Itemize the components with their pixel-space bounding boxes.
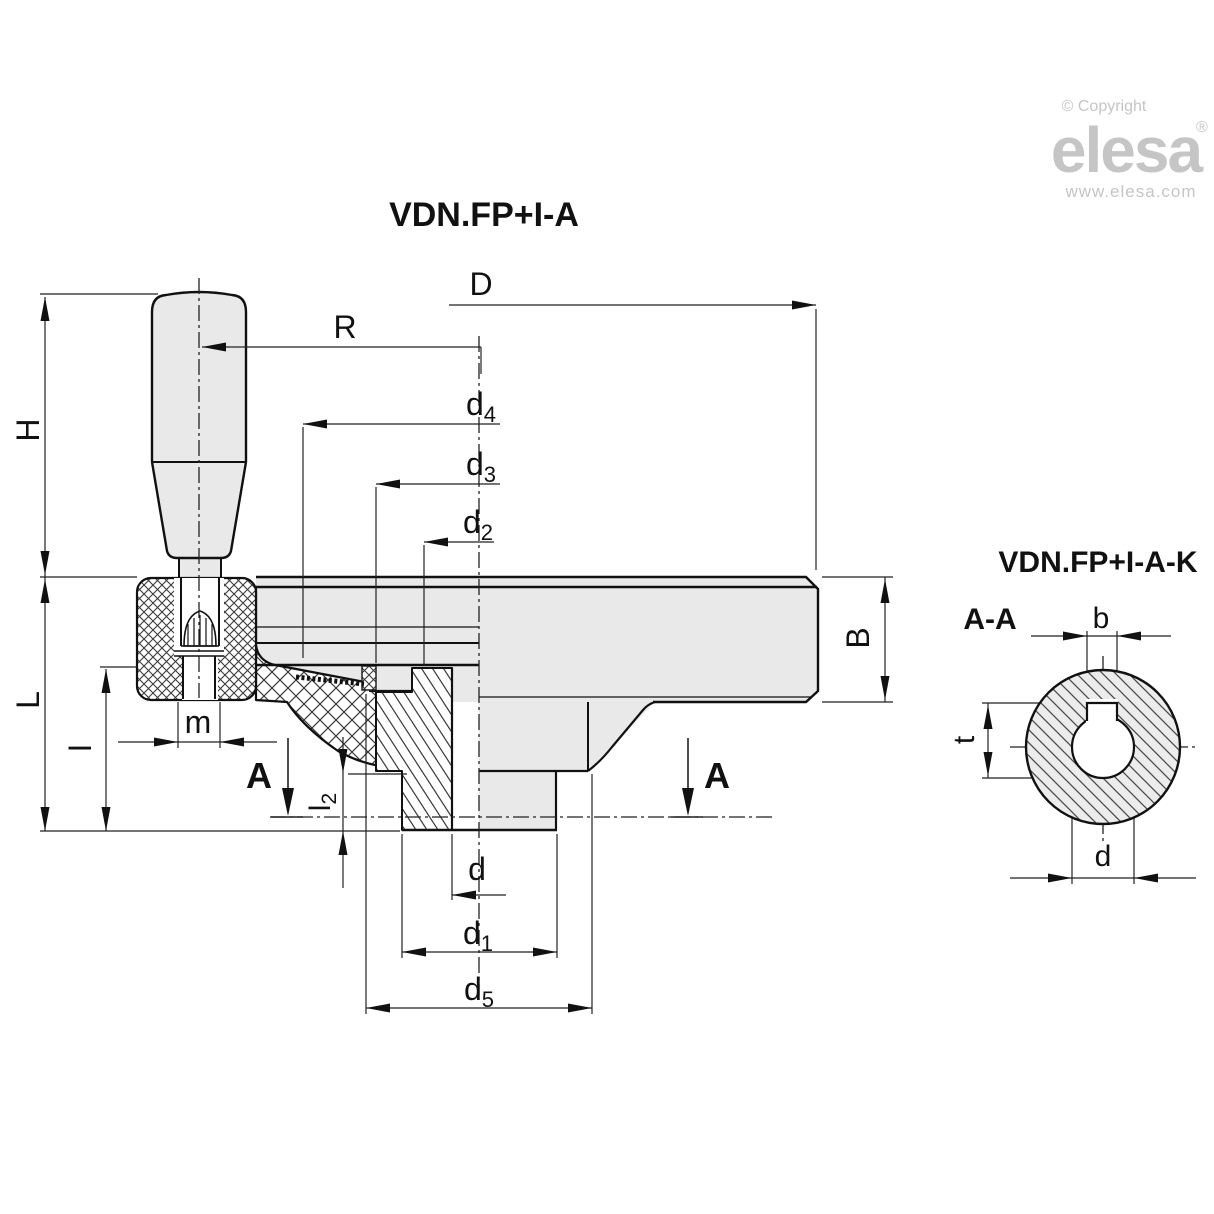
dim-label-R: R [333, 309, 356, 345]
logo-website: www.elesa.com [1064, 182, 1196, 201]
dim-label-d3: d3 [466, 446, 496, 487]
logo-copyright: © Copyright [1062, 98, 1147, 115]
dim-label-H: H [10, 418, 46, 441]
dim-label-b: b [1093, 602, 1110, 635]
dim-label-d1: d1 [463, 915, 493, 956]
bore-circle [1070, 714, 1136, 780]
dim-label-I: I [62, 744, 98, 753]
logo-registered: ® [1196, 119, 1208, 136]
dim-label-B: B [840, 627, 876, 648]
dim-label-t: t [948, 735, 981, 744]
handwheel-gray-faces [152, 292, 818, 830]
arrowheads [40, 297, 1158, 1013]
logo-brand: elesa [1051, 114, 1204, 186]
dim-label-L: L [10, 691, 46, 709]
section-view-aa [1024, 668, 1182, 826]
wheel-outlines [150, 290, 820, 832]
section-arrow-label-right: A [704, 755, 730, 796]
dim-label-D: D [469, 266, 492, 302]
dim-label-l2: l2 [304, 793, 341, 811]
variant-title: VDN.FP+I-A-K [998, 546, 1198, 579]
dim-label-d: d [468, 851, 486, 887]
dim-label-m: m [185, 704, 212, 740]
keyway-outline [1085, 701, 1119, 721]
section-view-label: A-A [963, 603, 1016, 636]
dim-label-d5: d5 [464, 971, 494, 1012]
elesa-logo: © Copyright elesa ® www.elesa.com [1051, 98, 1208, 201]
section-arrow-label-left: A [246, 755, 272, 796]
dim-label-d2: d2 [463, 504, 493, 545]
main-title: VDN.FP+I-A [389, 196, 579, 234]
dim-label-d-section: d [1095, 840, 1112, 873]
dim-label-d4: d4 [466, 386, 496, 427]
